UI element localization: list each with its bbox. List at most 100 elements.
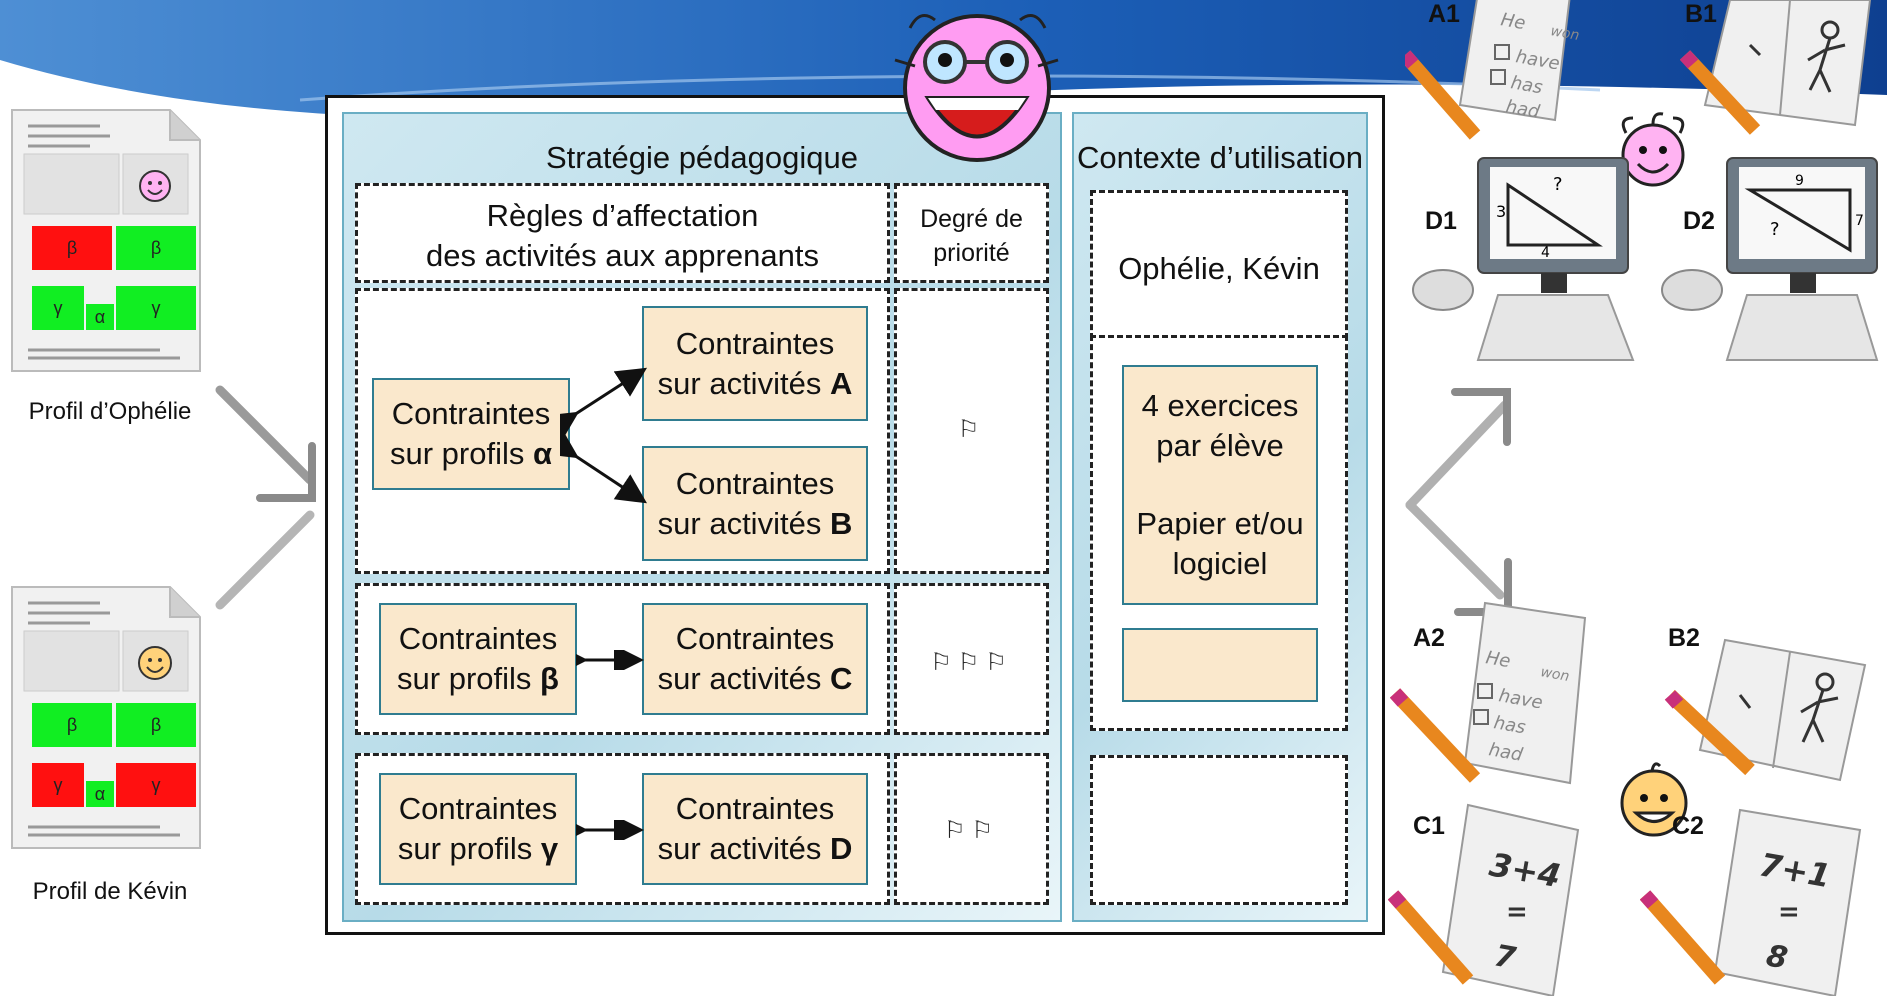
arrow-profiles-to-strategy <box>215 385 316 610</box>
rule-1-profile-box: Contraintes sur profils α <box>372 378 570 490</box>
sheet-a2-won: won <box>1539 664 1570 685</box>
rule-1-activity-a-line1: Contraintes <box>675 325 835 361</box>
rule-2-activity-box: Contraintes sur activités C <box>642 603 868 715</box>
sheet-a1-won: won <box>1549 23 1580 44</box>
rule-1-activity-b-line2: sur activités <box>657 505 830 541</box>
rule-3-profile-line1: Contraintes <box>398 791 558 826</box>
context-constraint-box: 4 exercices par élève Papier et/ou logic… <box>1122 365 1318 605</box>
rules-header: Règles d’affectation des activités aux a… <box>355 183 890 283</box>
activity-sheet-c1: 3+4 = 7 <box>1388 803 1580 996</box>
rule-3-activity-box: Contraintes sur activités D <box>642 773 868 885</box>
profile-document-kevin: β β γ α γ <box>10 585 202 850</box>
activity-sheet-b2 <box>1664 638 1867 782</box>
profile-caption-kevin: Profil de Kévin <box>32 878 188 905</box>
constraint-line3: Papier et/ou <box>1136 506 1304 541</box>
rule-2-activity-line2: sur activités <box>657 661 830 696</box>
teacher-face-icon <box>894 14 1059 162</box>
rule-3-activity-letter: D <box>829 831 853 866</box>
profile-alpha: α <box>86 304 114 330</box>
rule-3-profile-box: Contraintes sur profils γ <box>379 773 577 885</box>
arrow-strategy-to-activities <box>1405 388 1512 616</box>
rule-1-profile-symbol: α <box>532 436 553 471</box>
rule-1-connectors <box>560 367 648 504</box>
rule-1-activity-a-line2: sur activités <box>657 365 830 401</box>
constraint-line2: par élève <box>1156 428 1284 463</box>
sheet-a1-he: He <box>1499 9 1527 34</box>
profile-gamma-2: γ <box>116 286 196 330</box>
rule-2-connector <box>576 650 644 670</box>
kid-face-kevin-icon <box>1620 762 1688 837</box>
rules-header-line2: des activités aux apprenants <box>426 238 819 273</box>
rule-2-flags: ⚐⚐⚐ <box>930 649 1013 676</box>
activity-computer-d2: 9 7 ? <box>1661 157 1879 361</box>
activity-sheet-b1 <box>1680 0 1872 135</box>
activity-label-d1: D1 <box>1425 207 1457 235</box>
rule-3-activity-line2: sur activités <box>657 831 830 866</box>
d2-mid-label: ? <box>1770 219 1780 240</box>
rule-3-connector <box>576 820 644 840</box>
activity-label-b1: B1 <box>1685 0 1717 28</box>
context-empty-box <box>1122 628 1318 702</box>
rule-3-activity-line1: Contraintes <box>675 791 835 826</box>
rule-1-priority <box>894 288 1049 574</box>
profile-caption-ophelie: Profil d’Ophélie <box>28 398 192 425</box>
constraint-line1: 4 exercices <box>1141 388 1299 423</box>
activity-computer-d1: ? 3 4 <box>1412 157 1635 361</box>
activity-label-c2: C2 <box>1672 812 1704 840</box>
activity-label-a1: A1 <box>1428 0 1460 28</box>
constraint-line4: logiciel <box>1172 546 1268 581</box>
activity-sheet-a2: He won have has had <box>1390 601 1587 785</box>
activity-label-a2: A2 <box>1413 624 1445 652</box>
d1-bottom-label: 4 <box>1541 245 1550 261</box>
d1-top-label: ? <box>1553 174 1563 195</box>
profile-beta-2: β <box>116 226 196 270</box>
profile-gamma-2: γ <box>116 763 196 807</box>
rule-1-flags: ⚐ <box>957 416 986 443</box>
rule-2-activity-line1: Contraintes <box>675 621 835 656</box>
rule-1-profile-line2: sur profils <box>389 436 533 471</box>
priority-header: Degré de priorité <box>894 183 1049 283</box>
c1-equals: = <box>1506 897 1528 927</box>
rule-1-activity-b-line1: Contraintes <box>675 465 835 501</box>
profile-document-ophelie: β β γ α γ <box>10 108 202 373</box>
activity-label-d2: D2 <box>1683 207 1715 235</box>
c2-equals: = <box>1778 897 1800 927</box>
profile-beta-1: β <box>32 703 112 747</box>
d2-right-label: 7 <box>1855 213 1864 229</box>
rule-1-activity-a-box: Contraintes sur activités A <box>642 306 868 421</box>
rule-1-activity-b-box: Contraintes sur activités B <box>642 446 868 561</box>
rule-2-priority <box>894 583 1049 735</box>
rule-3-flags: ⚐⚐ <box>943 817 1000 844</box>
sheet-a1-had: had <box>1504 96 1542 123</box>
rule-2-profile-box: Contraintes sur profils β <box>379 603 577 715</box>
rule-2-activity-letter: C <box>829 661 853 696</box>
context-learners: Ophélie, Kévin <box>1090 190 1348 348</box>
context-empty-slot <box>1090 755 1348 905</box>
rule-3-profile-line2: sur profils <box>397 831 541 866</box>
profile-beta-1: β <box>32 226 112 270</box>
profile-gamma-1: γ <box>32 763 84 807</box>
rule-1-activity-b-letter: B <box>829 505 853 541</box>
rules-header-line1: Règles d’affectation <box>486 198 759 233</box>
d1-left-label: 3 <box>1496 202 1506 221</box>
rule-2-profile-line2: sur profils <box>397 661 541 696</box>
activity-label-c1: C1 <box>1413 812 1445 840</box>
profile-gamma-1: γ <box>32 286 84 330</box>
rule-2-profile-line1: Contraintes <box>398 621 558 656</box>
strategy-title: Stratégie pédagogique <box>546 140 858 175</box>
rule-1-profile-line1: Contraintes <box>391 396 551 431</box>
context-learners-text: Ophélie, Kévin <box>1118 251 1320 286</box>
rule-3-priority <box>894 753 1049 905</box>
activity-sheet-a1: He won have has had <box>1405 0 1581 140</box>
profile-beta-2: β <box>116 703 196 747</box>
activity-sheet-c2: 7+1 = 8 <box>1640 808 1862 996</box>
rule-1-activity-a-letter: A <box>829 365 853 401</box>
rule-2-profile-symbol: β <box>540 661 559 696</box>
activity-label-b2: B2 <box>1668 624 1700 652</box>
context-title: Contexte d’utilisation <box>1076 140 1364 175</box>
priority-header-line1: Degré de <box>920 205 1023 233</box>
priority-header-line2: priorité <box>933 239 1010 267</box>
d2-top-label: 9 <box>1795 173 1804 189</box>
rule-3-profile-symbol: γ <box>540 831 559 866</box>
kid-face-ophelie-icon <box>1621 112 1685 187</box>
